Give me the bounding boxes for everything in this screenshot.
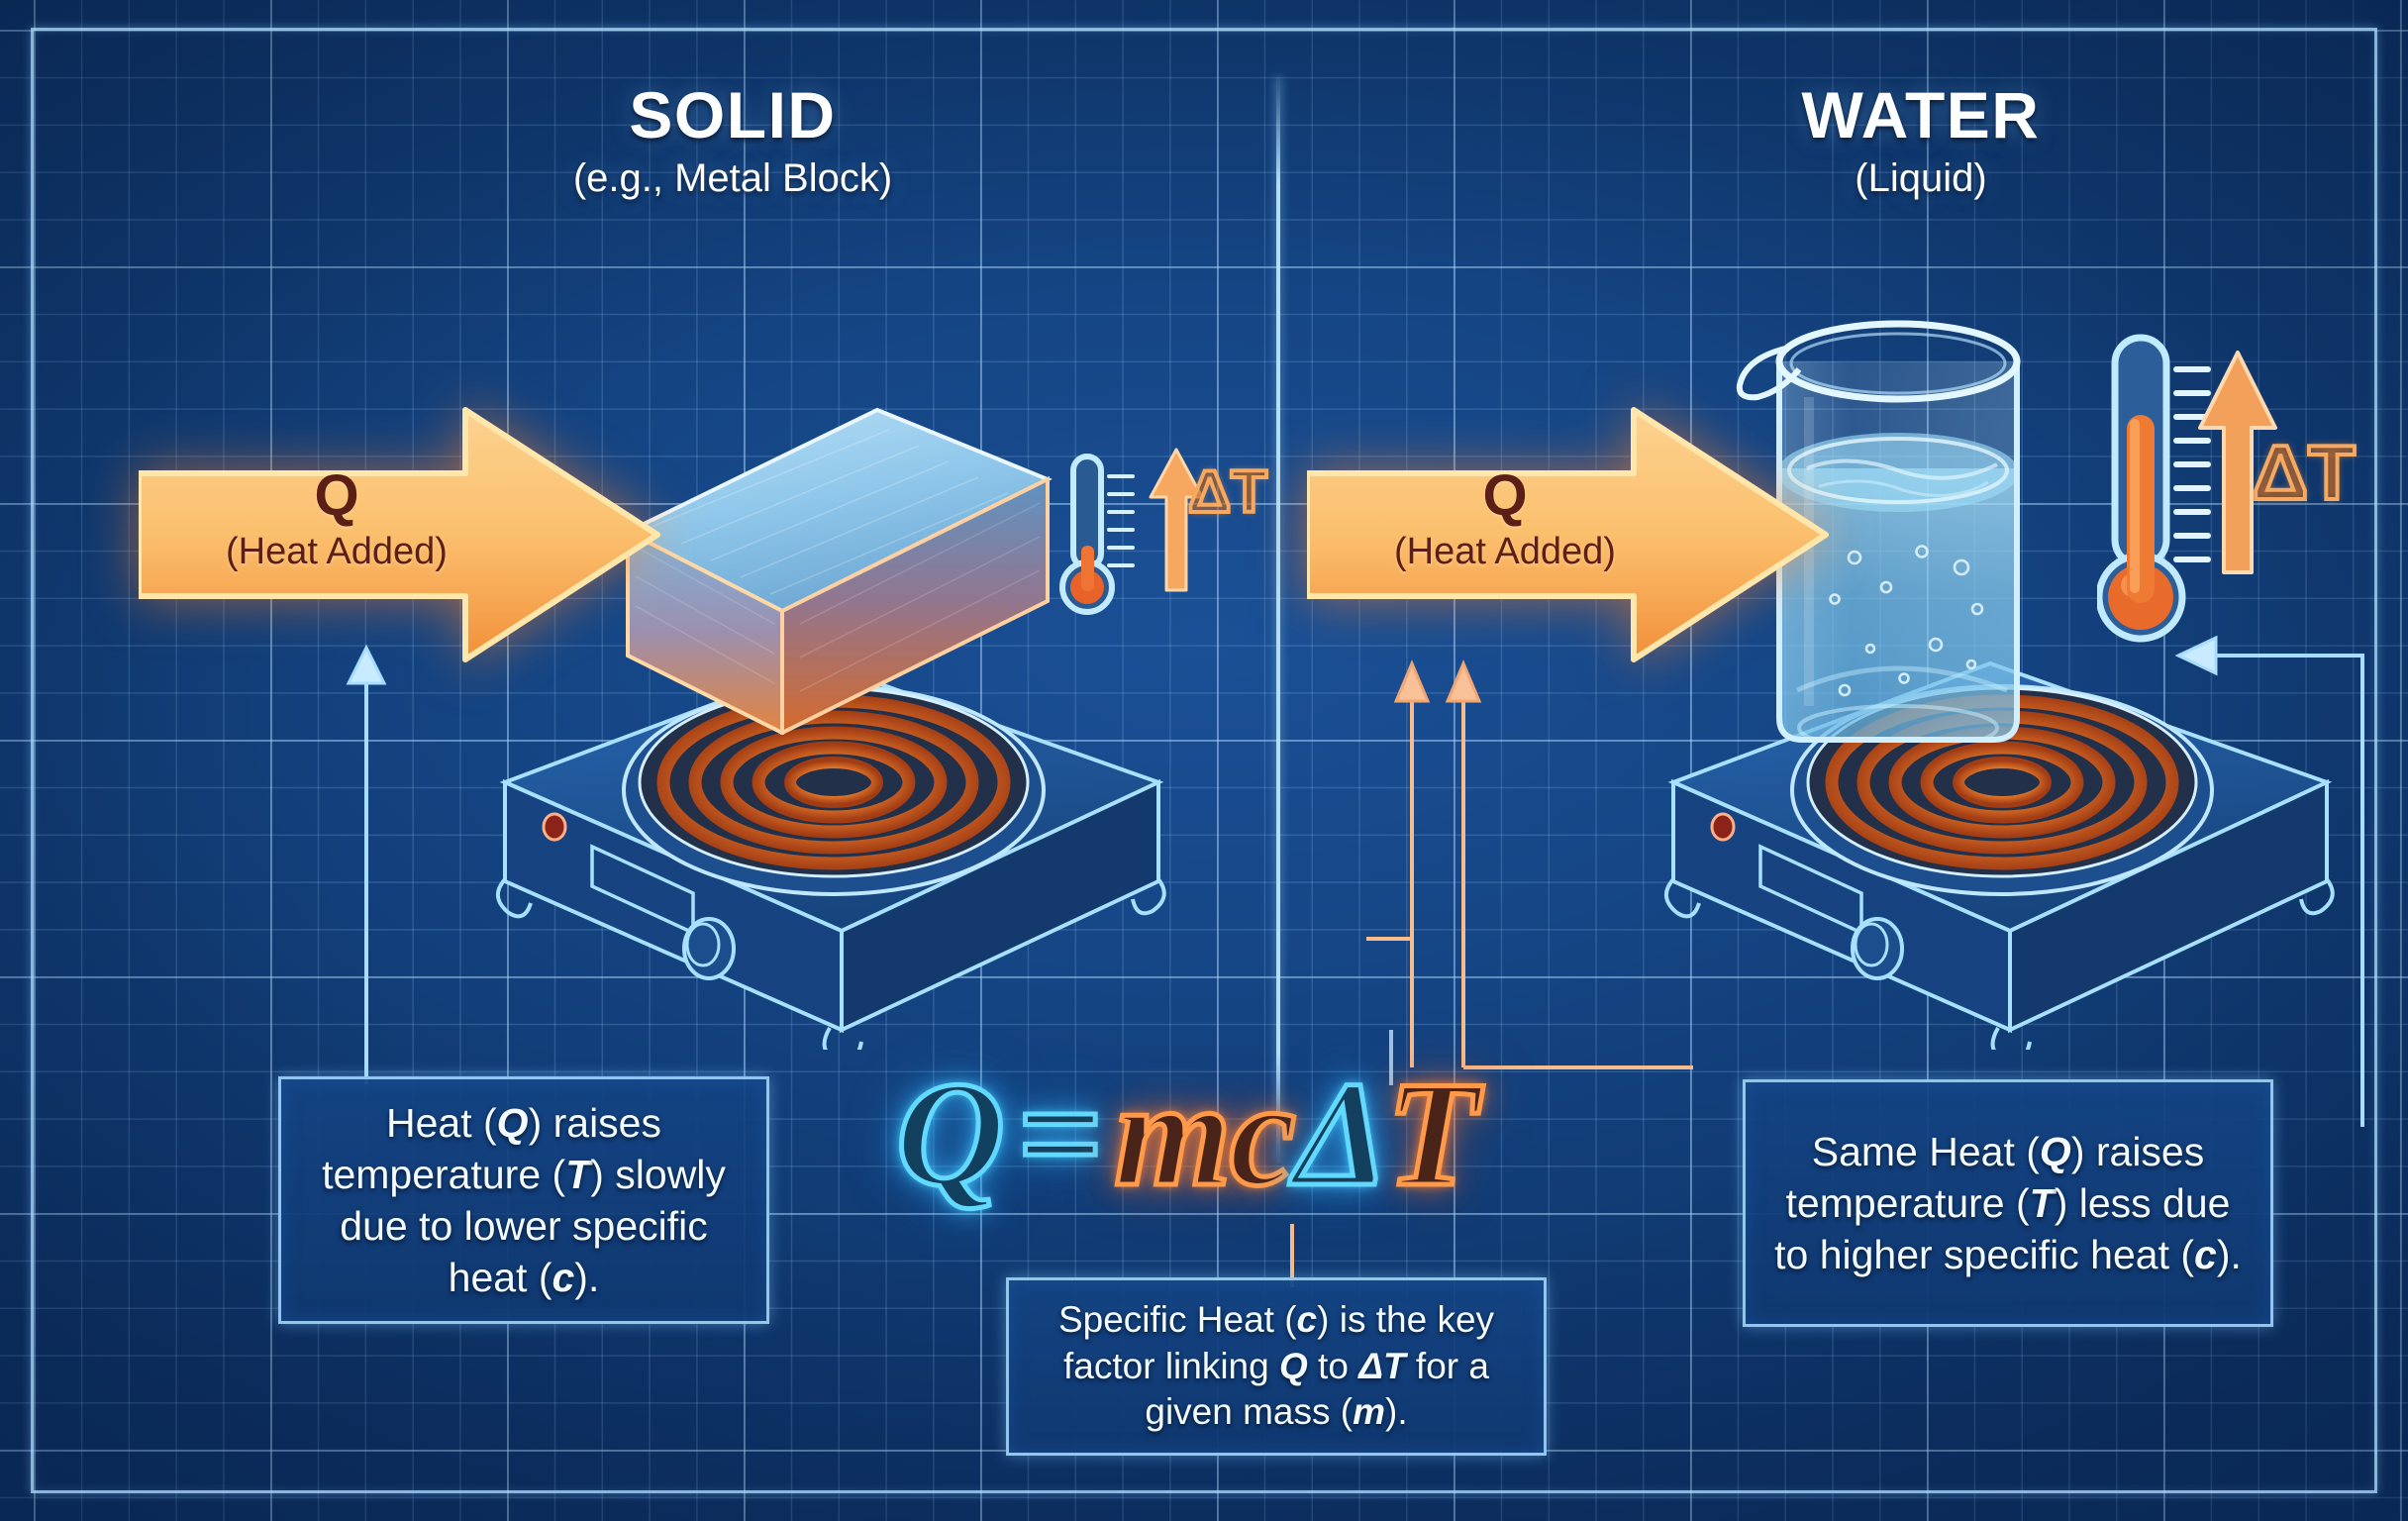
right-heat-caption: (Heat Added) — [1394, 531, 1616, 572]
right-delta-t-label: ΔT — [2251, 427, 2358, 518]
left-panel-title: SOLID (e.g., Metal Block) — [455, 81, 1010, 203]
left-subtitle-text: (e.g., Metal Block) — [572, 155, 893, 200]
right-panel-title: WATER (Liquid) — [1644, 81, 2198, 203]
left-delta-t-label: ΔT — [1186, 456, 1269, 527]
left-callout-text: Heat (Q) raises temperature (T) slowly d… — [322, 1099, 726, 1301]
center-callout-box: Specific Heat (c) is the key factor link… — [1006, 1277, 1547, 1456]
formula-part-T: T — [1384, 1049, 1481, 1220]
panel-divider-line — [1276, 77, 1280, 1163]
right-subtitle-text: (Liquid) — [1855, 155, 1987, 200]
formula-part-Q: Q — [894, 1049, 1008, 1220]
right-heat-arrow-label: Q (Heat Added) — [1307, 463, 1703, 572]
right-title-text: WATER — [1801, 78, 2041, 152]
center-callout-text: Specific Heat (c) is the key factor link… — [1057, 1298, 1495, 1433]
specific-heat-formula: Q=mcΔT — [894, 1048, 1481, 1220]
left-callout-box: Heat (Q) raises temperature (T) slowly d… — [278, 1076, 769, 1324]
left-title-text: SOLID — [629, 78, 837, 152]
formula-part-equals: = — [1014, 1049, 1105, 1220]
left-heat-caption: (Heat Added) — [226, 531, 448, 572]
left-heat-symbol: Q — [314, 463, 359, 528]
formula-part-mc: mc — [1112, 1049, 1299, 1220]
right-heat-arrow: Q (Heat Added) — [1307, 396, 1832, 673]
right-callout-box: Same Heat (Q) raises temperature (T) les… — [1743, 1079, 2273, 1327]
formula-part-delta: Δ — [1292, 1049, 1391, 1220]
left-heat-arrow: Q (Heat Added) — [139, 396, 663, 673]
left-heat-arrow-label: Q (Heat Added) — [139, 463, 535, 572]
right-heat-symbol: Q — [1482, 463, 1528, 528]
right-callout-text: Same Heat (Q) raises temperature (T) les… — [1774, 1128, 2242, 1278]
